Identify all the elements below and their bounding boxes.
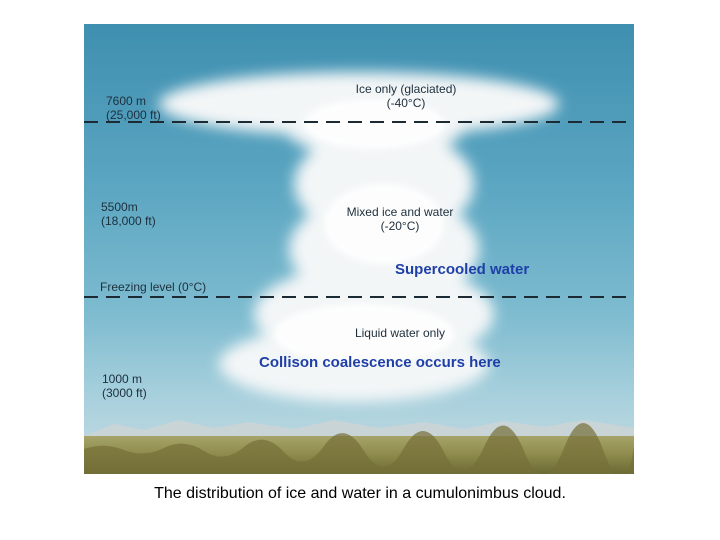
zone-ice-only-temp: (-40°C)	[386, 96, 426, 110]
zone-ice-only-label: Ice only (glaciated) (-40°C)	[356, 82, 457, 110]
altitude-1000m-meters: 1000 m	[102, 372, 143, 386]
altitude-7600m-label: 7600 m (25,000 ft)	[106, 94, 161, 122]
altitude-1000m-feet: (3000 ft)	[102, 386, 147, 400]
highlight-1	[304, 99, 444, 149]
shrubs	[84, 423, 634, 474]
zone-mixed-label: Mixed ice and water (-20°C)	[347, 205, 454, 233]
cumulonimbus-illustration: 7600 m (25,000 ft) 5500m (18,000 ft) Fre…	[84, 24, 634, 474]
collision-coalescence-annotation: Collison coalescence occurs here	[259, 354, 501, 371]
altitude-5500m-meters: 5500m	[101, 200, 138, 214]
altitude-7600m-feet: (25,000 ft)	[106, 108, 161, 122]
freezing-level-label: Freezing level (0°C)	[100, 280, 207, 294]
altitude-5500m-feet: (18,000 ft)	[101, 214, 156, 228]
altitude-7600m-meters: 7600 m	[106, 94, 147, 108]
cloud-scene	[84, 72, 634, 474]
altitude-5500m-label: 5500m (18,000 ft)	[101, 200, 156, 228]
zone-mixed-text: Mixed ice and water	[346, 205, 454, 219]
zone-liquid-label: Liquid water only	[354, 326, 446, 340]
zone-mixed-temp: (-20°C)	[380, 219, 420, 233]
highlight-3	[274, 304, 454, 364]
highlight-2	[324, 184, 444, 264]
zone-ice-only-text: Ice only (glaciated)	[355, 82, 457, 96]
supercooled-water-annotation: Supercooled water	[395, 261, 530, 278]
altitude-1000m-label: 1000 m (3000 ft)	[102, 372, 147, 400]
figure-caption: The distribution of ice and water in a c…	[154, 485, 566, 502]
